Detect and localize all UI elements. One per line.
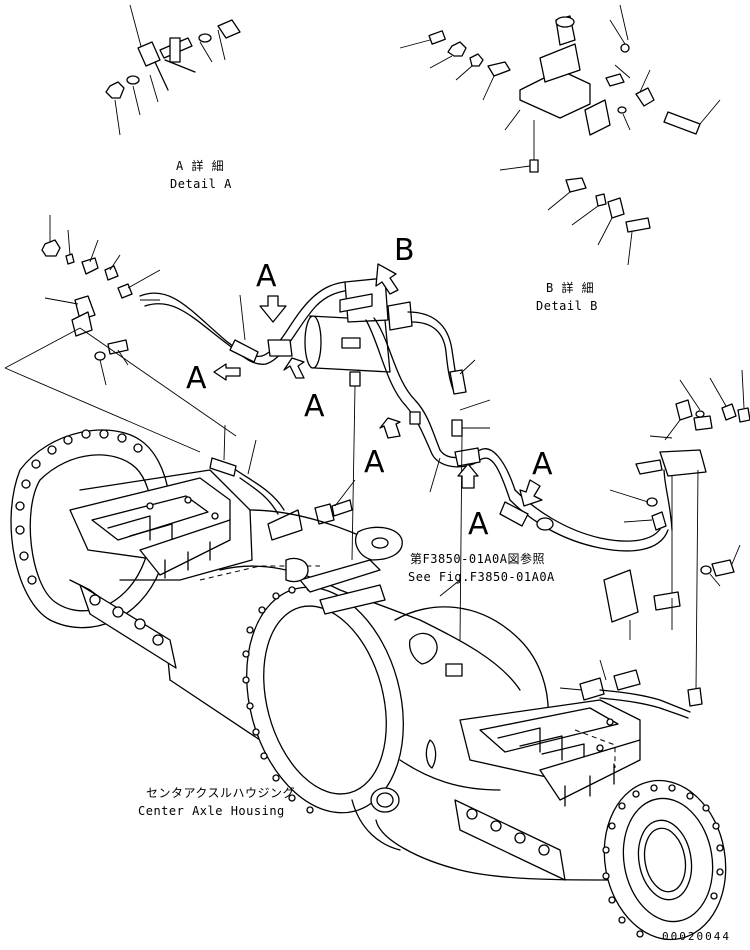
axle-housing [10,429,727,941]
detail-a-label-jp: A 詳 細 [176,159,225,173]
hose-assembly [139,277,669,677]
detail-b-label-jp: B 詳 細 [546,281,595,295]
detail-a-drawing [105,4,241,136]
right-fittings [603,369,750,707]
reference-label-en: See Fig.F3850-01A0A [408,570,555,584]
callout-b-top: B [394,233,415,268]
callout-a-lower: A [468,507,489,542]
right-flange-bolts [602,784,724,938]
left-flange-bolts [15,429,143,585]
left-fittings [4,215,237,453]
center-flange-bolts [242,584,314,814]
detail-a-label-en: Detail A [170,177,232,191]
callout-a-right: A [532,447,553,482]
callout-a-mid: A [304,389,325,424]
housing-label-jp: センタアクスルハウジング [146,786,296,800]
reference-leader [439,579,461,597]
reference-label-jp: 第F3850-01A0A図参照 [410,552,545,566]
detail-b-label-en: Detail B [536,299,598,313]
callout-a-center: A [364,445,385,480]
callout-a-left: A [186,361,207,396]
detail-b-drawing [399,4,721,266]
callout-arrows [213,263,543,507]
callout-a-upper: A [256,259,277,294]
figure-number: 00020044 [662,930,731,943]
housing-label-en: Center Axle Housing [138,804,285,818]
